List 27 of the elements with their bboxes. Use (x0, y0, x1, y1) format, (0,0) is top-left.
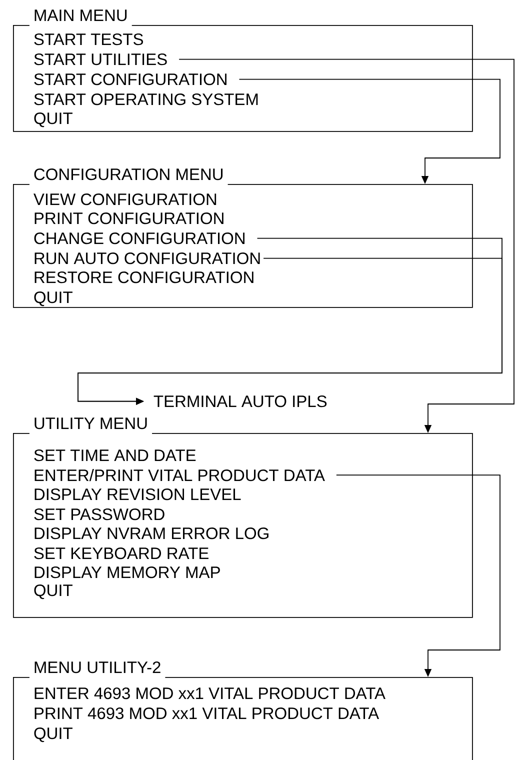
menu-item: RESTORE CONFIGURATION (34, 271, 254, 284)
menu-item: DISPLAY NVRAM ERROR LOG (34, 527, 268, 540)
menu-item: QUIT (34, 584, 72, 600)
menu-item: SET KEYBOARD RATE (34, 547, 208, 560)
menu-item: ENTER 4693 MOD xx1 VITAL PRODUCT DATA (34, 687, 386, 700)
menu-item: VIEW CONFIGURATION (34, 193, 216, 206)
menu-item: SET TIME AND DATE (34, 449, 196, 462)
menu-item: PRINT 4693 MOD xx1 VITAL PRODUCT DATA (34, 707, 380, 720)
menu-item: QUIT (34, 112, 72, 128)
node-label: MENU UTILITY-2 (34, 661, 160, 674)
menu-item: DISPLAY REVISION LEVEL (34, 488, 241, 500)
node-label: MAIN MENU (34, 10, 127, 22)
node-label: CONFIGURATION MENU (34, 168, 223, 180)
menu-item: CHANGE CONFIGURATION (34, 232, 244, 244)
menu-item: SET PASSWORD (34, 508, 164, 520)
screen-label: TERMINAL AUTO IPLS (154, 395, 327, 408)
menu-item: PRINT CONFIGURATION (34, 212, 224, 224)
menu-item: ENTER/PRINT VITAL PRODUCT DATA (34, 469, 325, 482)
menu-item: START CONFIGURATION (34, 73, 226, 86)
menu-item: START OPERATING SYSTEM (34, 93, 258, 106)
menu-item: START UTILITIES (34, 53, 167, 66)
menu-item: DISPLAY MEMORY MAP (34, 566, 220, 578)
menu-item: QUIT (34, 291, 72, 306)
node-label: UTILITY MENU (34, 418, 147, 430)
menu-item: START TESTS (34, 33, 143, 46)
menu-item: RUN AUTO CONFIGURATION (34, 252, 260, 264)
menu-item: QUIT (34, 727, 72, 742)
